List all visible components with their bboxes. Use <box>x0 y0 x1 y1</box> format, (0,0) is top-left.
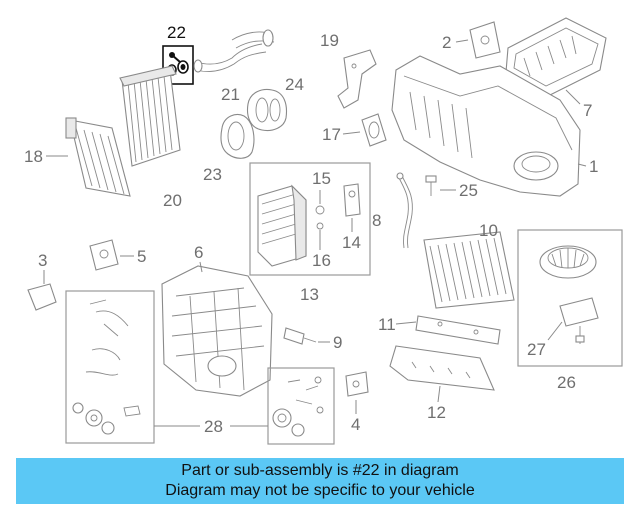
callout-4: 4 <box>351 415 360 434</box>
part-17-resistor <box>361 113 387 147</box>
part-15-oring <box>315 205 325 215</box>
part-16-oring <box>316 222 324 230</box>
callout-15: 15 <box>312 169 331 188</box>
group-28-box-right <box>267 367 335 445</box>
callout-5: 5 <box>137 247 146 266</box>
part-7-housing <box>505 17 607 97</box>
part-18-evaporator <box>65 117 131 197</box>
part-25-hose <box>396 172 413 249</box>
part-12-panel <box>389 345 495 391</box>
info-banner: Part or sub-assembly is #22 in diagram D… <box>16 458 624 504</box>
callout-24: 24 <box>285 75 304 94</box>
callout-27: 27 <box>527 340 546 359</box>
part-21-pipes <box>193 29 275 73</box>
part-10-filter <box>423 231 515 309</box>
callout-21: 21 <box>221 85 240 104</box>
part-9-sensor <box>283 327 317 345</box>
part-6-lower-housing <box>161 265 273 397</box>
banner-line-1: Part or sub-assembly is #22 in diagram <box>181 462 459 479</box>
part-4-actuator <box>345 371 369 397</box>
group-13-box <box>249 162 371 276</box>
part-3-bracket <box>27 283 57 311</box>
part-23-seal <box>220 113 255 159</box>
part-13-block <box>257 184 307 267</box>
part-19-bracket <box>337 49 377 109</box>
callout-10: 10 <box>479 221 498 240</box>
callout-2: 2 <box>442 33 451 52</box>
callout-22: 22 <box>167 23 186 42</box>
part-11-trim <box>415 315 501 345</box>
part-14-valve <box>343 183 361 217</box>
callout-19: 19 <box>320 31 339 50</box>
part-20-heater-core <box>119 65 181 167</box>
banner-line-2: Diagram may not be specific to your vehi… <box>165 482 475 499</box>
group-28-right-parts <box>272 376 324 437</box>
callout-7: 7 <box>583 101 592 120</box>
callout-1: 1 <box>589 157 598 176</box>
callout-26: 26 <box>557 373 576 392</box>
part-24-gasket <box>246 88 288 132</box>
part-2-actuator <box>469 21 501 59</box>
callout-14: 14 <box>342 233 361 252</box>
group-28-small-parts <box>72 299 141 435</box>
callout-16: 16 <box>312 251 331 270</box>
callout-12: 12 <box>427 403 446 422</box>
parts-diagram: 22 21 24 23 20 18 19 <box>24 17 623 445</box>
callout-18: 18 <box>24 147 43 166</box>
callout-9: 9 <box>333 333 342 352</box>
group-28-box-left <box>65 290 155 444</box>
callout-28: 28 <box>204 417 223 436</box>
callout-23: 23 <box>203 165 222 184</box>
callout-3: 3 <box>38 251 47 270</box>
callout-17: 17 <box>322 125 341 144</box>
callout-6: 6 <box>194 243 203 262</box>
callout-20: 20 <box>163 191 182 210</box>
part-26-blower-motor <box>539 245 597 279</box>
callout-8: 25 <box>459 181 478 200</box>
part-5-motor <box>89 239 119 271</box>
group-26-box <box>517 229 623 367</box>
callout-25: 8 <box>372 211 381 230</box>
part-8-bolt <box>425 175 437 196</box>
part-1-main-housing <box>391 55 581 197</box>
callout-13: 13 <box>300 285 319 304</box>
part-27-module <box>559 297 599 344</box>
callout-11: 11 <box>378 315 396 334</box>
